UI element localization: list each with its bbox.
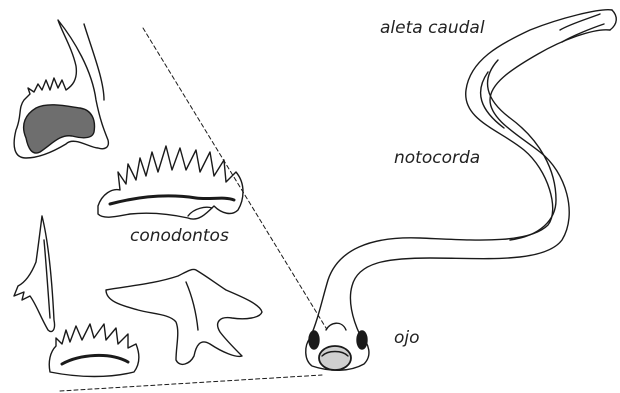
body-outline-outer <box>310 10 612 338</box>
eye-left-icon <box>309 331 319 349</box>
conodont-element-4 <box>106 269 262 364</box>
projection-lines <box>60 28 326 391</box>
label-conodonts: conodontos <box>130 228 229 245</box>
head-detail <box>326 323 346 330</box>
projection-line-lower <box>60 375 322 391</box>
eye-right-icon <box>357 331 367 349</box>
projection-line-upper <box>143 28 326 328</box>
label-eye: ojo <box>394 330 420 347</box>
conodont-element-1 <box>14 20 108 158</box>
label-notochord: notocorda <box>394 150 480 167</box>
notochord-line <box>488 60 556 240</box>
tail-fin-outline <box>560 10 616 42</box>
mouth <box>319 346 351 370</box>
conodont-animal <box>306 10 617 371</box>
conodont-element-3 <box>14 216 55 332</box>
label-tail-fin: aleta caudal <box>380 20 485 37</box>
body-outline-inner <box>350 30 610 335</box>
conodont-element-5 <box>49 324 139 377</box>
